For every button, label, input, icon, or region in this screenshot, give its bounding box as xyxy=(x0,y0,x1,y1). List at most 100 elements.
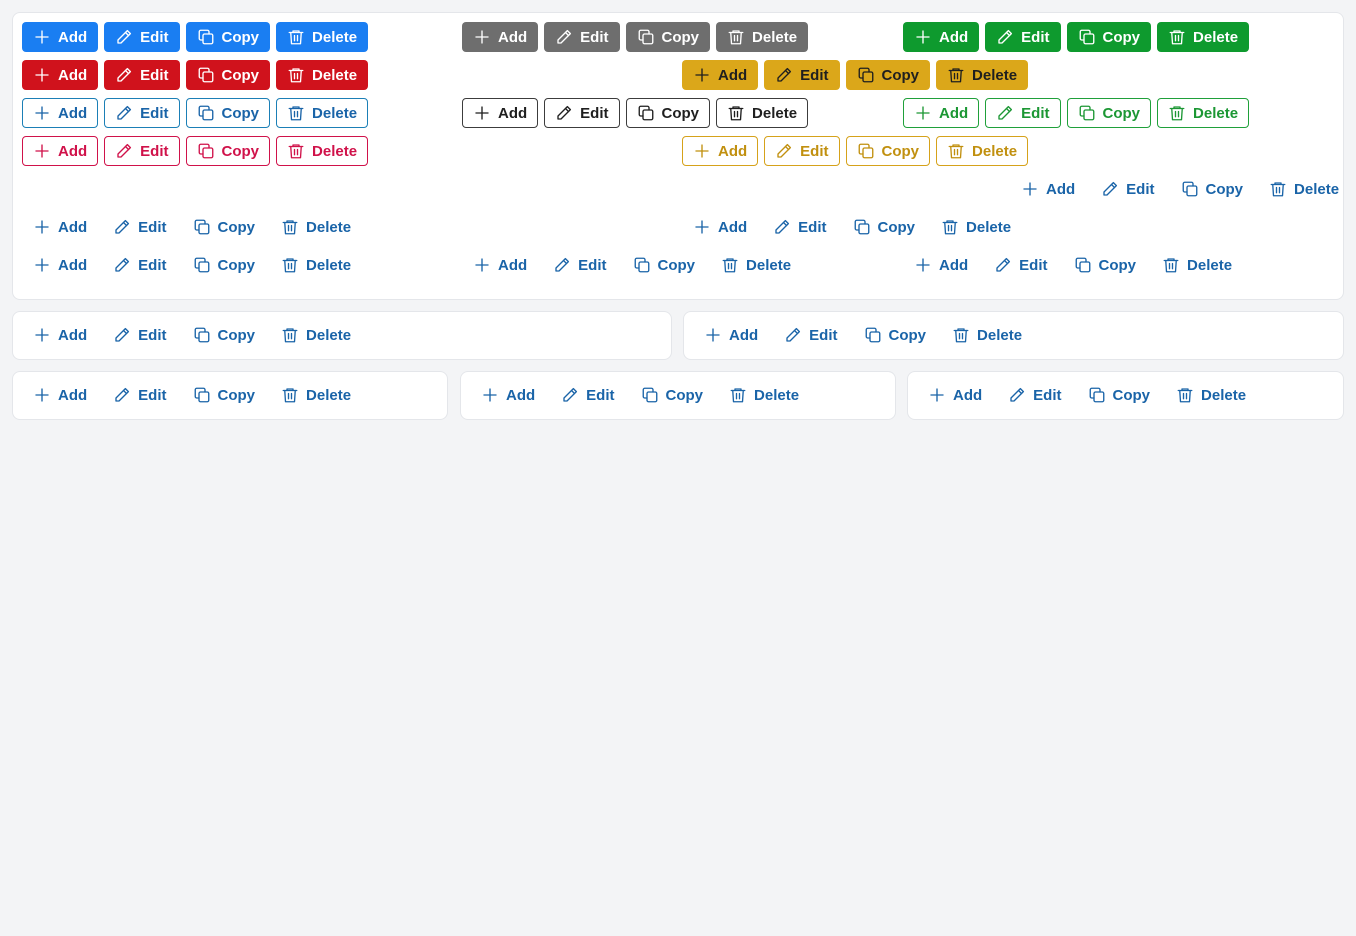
add-button[interactable]: Add xyxy=(22,136,99,166)
edit-button[interactable]: Edit xyxy=(764,60,840,90)
delete-button[interactable]: Delete xyxy=(270,250,362,280)
add-button[interactable]: Add xyxy=(682,136,759,166)
add-button[interactable]: Add xyxy=(22,250,98,280)
edit-button[interactable]: Edit xyxy=(102,320,177,350)
plus-icon xyxy=(693,66,711,84)
add-button[interactable]: Add xyxy=(22,380,98,410)
edit-button[interactable]: Edit xyxy=(542,250,617,280)
edit-button[interactable]: Edit xyxy=(762,212,837,242)
add-button[interactable]: Add xyxy=(903,250,979,280)
add-button[interactable]: Add xyxy=(462,250,538,280)
copy-button[interactable]: Copy xyxy=(625,22,711,52)
edit-button[interactable]: Edit xyxy=(773,320,848,350)
copy-button[interactable]: Copy xyxy=(1066,98,1152,128)
delete-button[interactable]: Delete xyxy=(270,320,362,350)
edit-button[interactable]: Edit xyxy=(550,380,625,410)
add-button[interactable]: Add xyxy=(470,380,546,410)
delete-button[interactable]: Delete xyxy=(270,212,362,242)
delete-button[interactable]: Delete xyxy=(718,380,810,410)
pencil-icon xyxy=(1101,180,1119,198)
delete-button-label: Delete xyxy=(746,256,792,274)
edit-button[interactable]: Edit xyxy=(102,380,177,410)
delete-button[interactable]: Delete xyxy=(936,60,1029,90)
add-button[interactable]: Add xyxy=(22,98,99,128)
edit-button[interactable]: Edit xyxy=(997,380,1072,410)
delete-button[interactable]: Delete xyxy=(276,22,369,52)
edit-button[interactable]: Edit xyxy=(985,98,1061,128)
copy-button[interactable]: Copy xyxy=(630,380,715,410)
delete-button[interactable]: Delete xyxy=(930,212,1022,242)
delete-button[interactable]: Delete xyxy=(710,250,802,280)
edit-button[interactable]: Edit xyxy=(104,60,180,90)
add-button[interactable]: Add xyxy=(462,98,539,128)
add-button-label: Add xyxy=(718,66,748,84)
add-button[interactable]: Add xyxy=(22,212,98,242)
delete-button[interactable]: Delete xyxy=(1258,174,1350,204)
delete-button[interactable]: Delete xyxy=(276,98,369,128)
edit-button[interactable]: Edit xyxy=(764,136,840,166)
copy-button[interactable]: Copy xyxy=(1063,250,1148,280)
add-button[interactable]: Add xyxy=(22,60,99,90)
add-button[interactable]: Add xyxy=(462,22,539,52)
delete-button[interactable]: Delete xyxy=(716,98,809,128)
copy-button[interactable]: Copy xyxy=(1077,380,1162,410)
trash-icon xyxy=(287,28,305,46)
add-button[interactable]: Add xyxy=(693,320,769,350)
edit-button[interactable]: Edit xyxy=(104,98,180,128)
edit-button[interactable]: Edit xyxy=(1090,174,1165,204)
delete-button[interactable]: Delete xyxy=(1157,98,1250,128)
copy-button[interactable]: Copy xyxy=(622,250,707,280)
edit-button[interactable]: Edit xyxy=(983,250,1058,280)
edit-button[interactable]: Edit xyxy=(544,98,620,128)
edit-button[interactable]: Edit xyxy=(102,250,177,280)
copy-button[interactable]: Copy xyxy=(845,60,931,90)
copy-button[interactable]: Copy xyxy=(1066,22,1152,52)
delete-button[interactable]: Delete xyxy=(936,136,1029,166)
copy-icon xyxy=(864,326,882,344)
edit-button-label: Edit xyxy=(1021,28,1050,46)
edit-button-label: Edit xyxy=(800,66,829,84)
delete-button[interactable]: Delete xyxy=(276,60,369,90)
edit-button[interactable]: Edit xyxy=(104,136,180,166)
delete-button[interactable]: Delete xyxy=(941,320,1033,350)
copy-button[interactable]: Copy xyxy=(185,136,271,166)
edit-button[interactable]: Edit xyxy=(544,22,620,52)
copy-button[interactable]: Copy xyxy=(182,320,267,350)
add-button[interactable]: Add xyxy=(903,98,980,128)
delete-button[interactable]: Delete xyxy=(1151,250,1243,280)
edit-button[interactable]: Edit xyxy=(102,212,177,242)
add-button[interactable]: Add xyxy=(903,22,980,52)
edit-button[interactable]: Edit xyxy=(104,22,180,52)
delete-button[interactable]: Delete xyxy=(276,136,369,166)
copy-button[interactable]: Copy xyxy=(842,212,927,242)
copy-button[interactable]: Copy xyxy=(1170,174,1255,204)
add-button[interactable]: Add xyxy=(22,320,98,350)
add-button[interactable]: Add xyxy=(917,380,993,410)
add-button-label: Add xyxy=(58,104,88,122)
delete-button-label: Delete xyxy=(312,28,358,46)
copy-button-label: Copy xyxy=(221,66,260,84)
add-button[interactable]: Add xyxy=(22,22,99,52)
add-button[interactable]: Add xyxy=(682,212,758,242)
copy-icon xyxy=(197,142,215,160)
trash-icon xyxy=(287,142,305,160)
copy-button[interactable]: Copy xyxy=(185,60,271,90)
copy-button[interactable]: Copy xyxy=(853,320,938,350)
edit-button[interactable]: Edit xyxy=(985,22,1061,52)
copy-button[interactable]: Copy xyxy=(185,22,271,52)
add-button[interactable]: Add xyxy=(1010,174,1086,204)
delete-button[interactable]: Delete xyxy=(1157,22,1250,52)
copy-button[interactable]: Copy xyxy=(182,250,267,280)
copy-button[interactable]: Copy xyxy=(185,98,271,128)
delete-button[interactable]: Delete xyxy=(716,22,809,52)
delete-button[interactable]: Delete xyxy=(1165,380,1257,410)
plus-icon xyxy=(33,142,51,160)
copy-button[interactable]: Copy xyxy=(182,380,267,410)
copy-button[interactable]: Copy xyxy=(182,212,267,242)
delete-button[interactable]: Delete xyxy=(270,380,362,410)
copy-button[interactable]: Copy xyxy=(845,136,931,166)
copy-button[interactable]: Copy xyxy=(625,98,711,128)
add-button[interactable]: Add xyxy=(682,60,759,90)
